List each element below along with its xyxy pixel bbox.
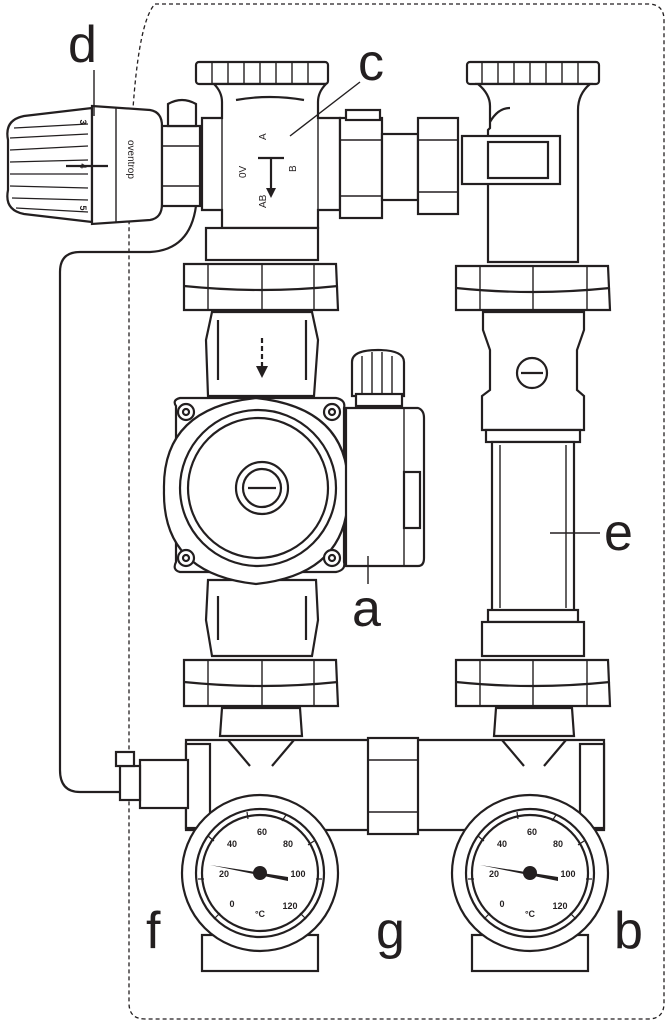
gauge-needle <box>210 865 288 881</box>
callout-g: g <box>376 902 405 960</box>
scale-3: 3 <box>78 119 88 124</box>
callout-b: b <box>614 902 643 960</box>
gauge-ticks <box>468 811 592 920</box>
svg-text:°C: °C <box>255 909 266 919</box>
svg-text:60: 60 <box>257 827 267 837</box>
svg-text:20: 20 <box>489 869 499 879</box>
circulation-pump <box>162 348 426 586</box>
return-thermometer: 0 20 40 60 80 100 120 °C <box>450 793 610 973</box>
svg-text:0: 0 <box>499 899 504 909</box>
callout-a: a <box>352 580 381 638</box>
return-line-column <box>454 60 612 738</box>
svg-text:40: 40 <box>497 839 507 849</box>
svg-text:°C: °C <box>525 909 536 919</box>
callout-c: c <box>358 34 384 92</box>
capillary-tube <box>58 205 198 794</box>
gauge-ticks <box>198 811 322 920</box>
svg-text:80: 80 <box>553 839 563 849</box>
svg-text:0: 0 <box>229 899 234 909</box>
port-ab-label: AB <box>258 194 269 208</box>
callout-e: e <box>604 504 633 562</box>
callout-d: d <box>68 16 97 74</box>
svg-text:120: 120 <box>282 901 297 911</box>
callout-f: f <box>146 902 161 960</box>
bypass-connection <box>338 108 460 220</box>
svg-text:100: 100 <box>560 869 575 879</box>
svg-text:80: 80 <box>283 839 293 849</box>
insulation-outline <box>128 3 665 1020</box>
svg-text:120: 120 <box>552 901 567 911</box>
valve-marking: 0V <box>238 165 249 178</box>
flow-thermometer: 0 20 40 60 80 100 120 °C <box>180 793 340 973</box>
gauge-needle <box>480 865 558 881</box>
thermostat-brand-label: oventrop <box>125 140 136 179</box>
fill-drain-valve <box>96 750 190 810</box>
svg-text:60: 60 <box>527 827 537 837</box>
svg-text:20: 20 <box>219 869 229 879</box>
port-a-label: A <box>258 133 269 140</box>
svg-text:100: 100 <box>290 869 305 879</box>
leader-lines <box>93 70 600 584</box>
scale-5: 5 <box>78 205 88 210</box>
svg-text:40: 40 <box>227 839 237 849</box>
thermostatic-head: oventrop 3 4 5 <box>6 98 202 226</box>
flow-line-column: A B AB 0V <box>182 60 342 738</box>
port-b-label: B <box>288 165 299 172</box>
